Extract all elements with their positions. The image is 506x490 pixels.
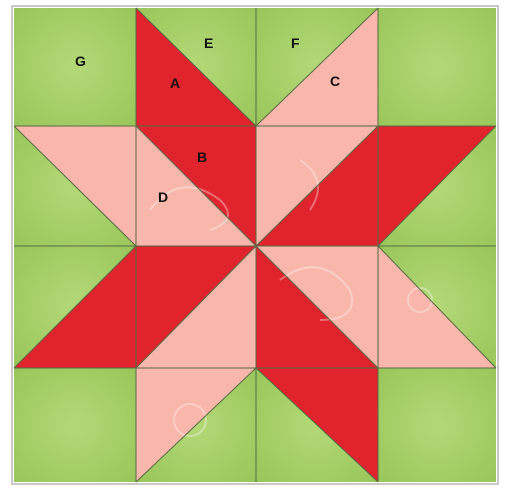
label-f: F [291, 35, 300, 51]
label-d: D [158, 189, 168, 205]
label-c: C [330, 73, 340, 89]
label-g: G [75, 53, 86, 69]
corner-square-bottom-left [14, 368, 136, 482]
label-a: A [170, 75, 180, 91]
label-b: B [197, 149, 207, 165]
corner-square-top-right [378, 8, 496, 126]
corner-square-bottom-right [378, 368, 496, 482]
label-e: E [204, 35, 213, 51]
